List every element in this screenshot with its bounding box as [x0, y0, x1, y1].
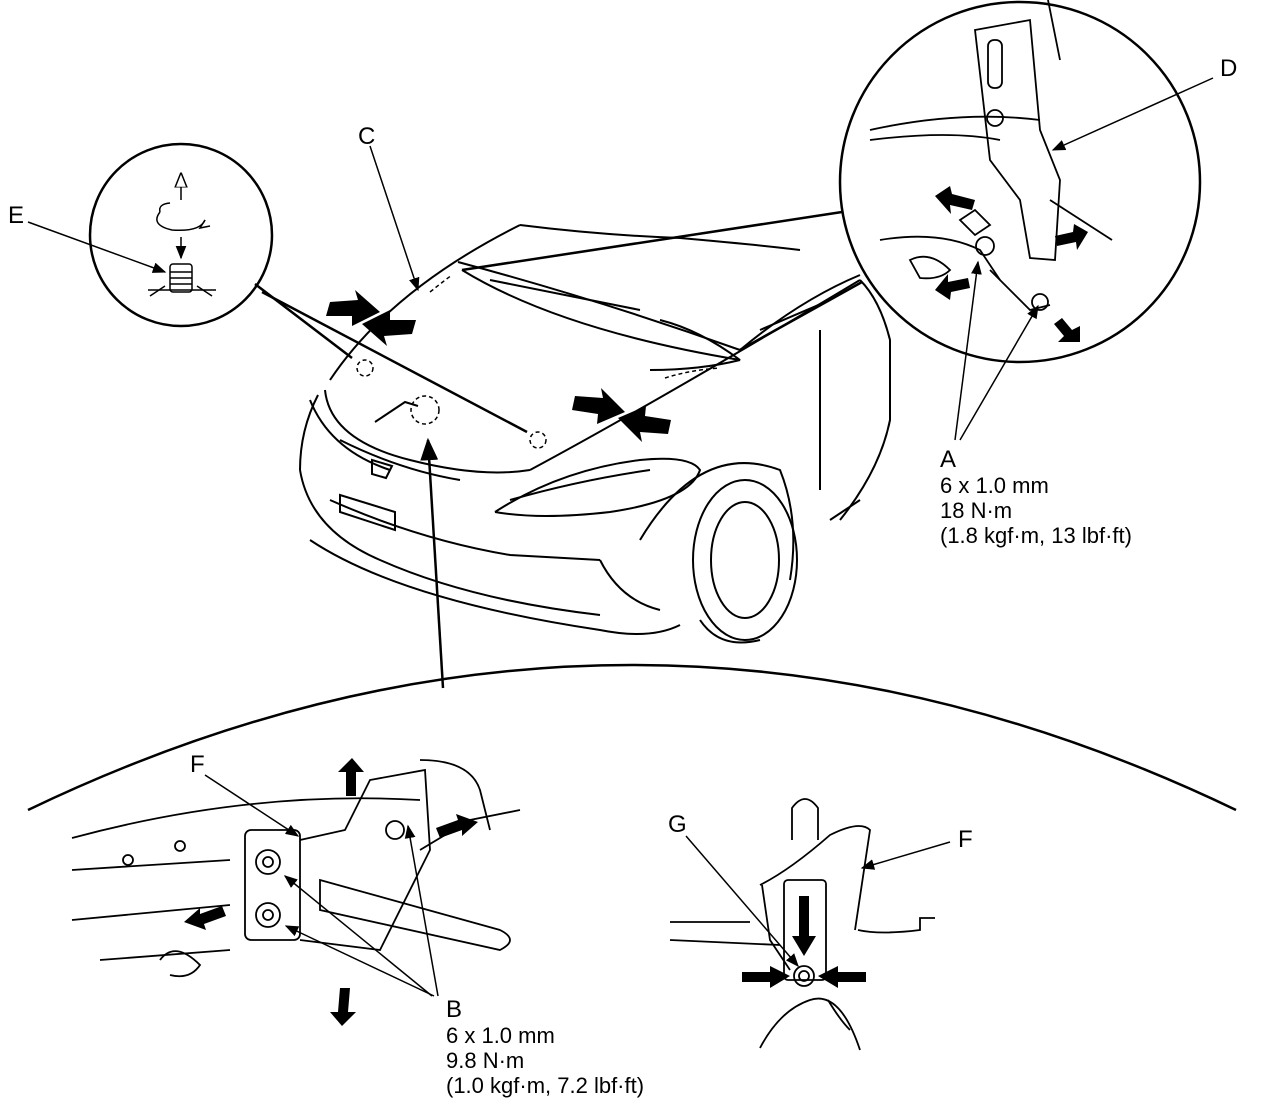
spec-b: 6 x 1.0 mm 9.8 N·m (1.0 kgf·m, 7.2 lbf·f… — [446, 1023, 644, 1098]
detail-arc-bottom — [27, 663, 1237, 812]
spec-b-torque: 9.8 N·m — [446, 1048, 525, 1073]
leader-f-left — [204, 774, 300, 837]
label-b: B — [446, 996, 463, 1023]
label-a: A — [940, 446, 957, 473]
leader-b2 — [284, 925, 435, 997]
hood-hinge-detail — [869, 0, 1113, 311]
callout-line-d2 — [739, 280, 863, 352]
leader-a2 — [959, 304, 1039, 441]
hood-bumper-marks — [356, 274, 721, 449]
leader-e — [27, 221, 167, 273]
callout-line-d1 — [461, 210, 843, 272]
latch-adjust-arrows — [184, 758, 478, 1026]
spec-b-thread: 6 x 1.0 mm — [446, 1023, 555, 1048]
spec-a-torque-alt: (1.8 kgf·m, 13 lbf·ft) — [940, 523, 1132, 548]
detail-circle-e — [88, 142, 274, 328]
hood-latch-lever — [374, 400, 419, 423]
leader-a1 — [954, 260, 982, 441]
label-g: G — [668, 811, 687, 838]
hood-bumper-detail — [148, 174, 216, 297]
callout-line-e2 — [261, 290, 528, 434]
spec-a-torque: 18 N·m — [940, 498, 1013, 523]
leader-b3 — [404, 824, 439, 997]
detail-circle-d — [838, 0, 1202, 364]
label-f-left: F — [190, 751, 205, 778]
label-f-right: F — [958, 826, 973, 853]
callout-line-latch — [420, 437, 445, 689]
leader-b1 — [283, 875, 433, 997]
label-d: D — [1220, 55, 1238, 82]
hood-latch-detail — [71, 759, 521, 978]
hinge-adjust-arrows — [935, 186, 1088, 342]
leader-f-right — [860, 841, 951, 870]
striker-detail — [669, 798, 935, 1051]
leader-g — [685, 835, 799, 968]
striker-adjust-arrows — [742, 896, 866, 988]
spec-b-torque-alt: (1.0 kgf·m, 7.2 lbf·ft) — [446, 1073, 645, 1098]
clearance-arrows — [326, 290, 671, 442]
label-e: E — [8, 202, 25, 229]
car-outline — [299, 224, 891, 644]
spec-a: 6 x 1.0 mm 18 N·m (1.8 kgf·m, 13 lbf·ft) — [940, 473, 1132, 548]
label-c: C — [358, 123, 376, 150]
leader-c — [369, 145, 420, 292]
spec-a-thread: 6 x 1.0 mm — [940, 473, 1049, 498]
leader-d — [1051, 77, 1214, 151]
